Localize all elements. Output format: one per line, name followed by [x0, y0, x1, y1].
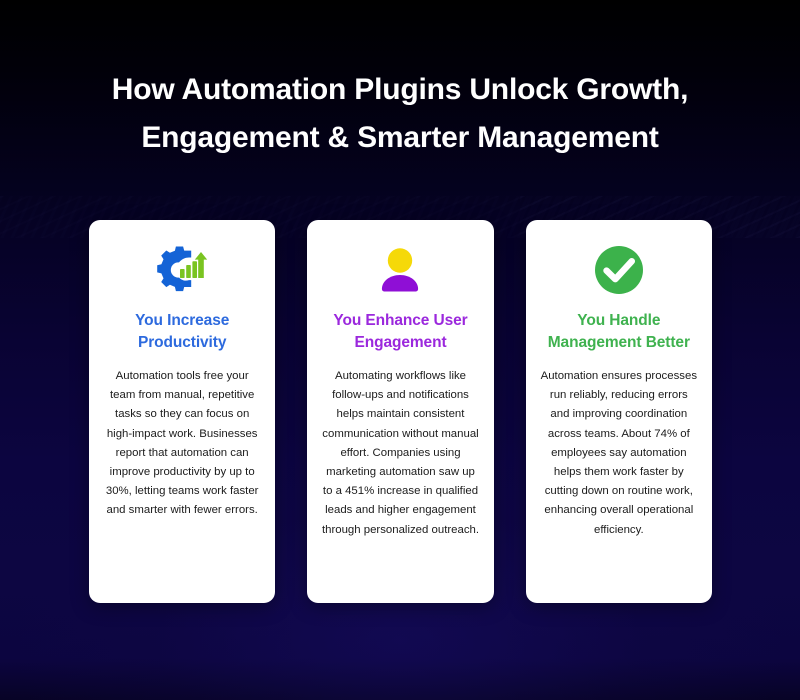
- page-title-line-2: Engagement & Smarter Management: [141, 121, 659, 154]
- page-title-line-1: How Automation Plugins Unlock Growth,: [111, 73, 689, 106]
- page-title: How Automation Plugins Unlock Growth, En…: [0, 66, 800, 162]
- feature-card-engagement: You Enhance User Engagement Automating w…: [307, 220, 494, 603]
- check-circle-icon: [591, 242, 647, 298]
- feature-card-title: You Handle Management Better: [547, 312, 690, 351]
- gear-growth-chart-icon: [154, 242, 210, 298]
- feature-card-management: You Handle Management Better Automation …: [525, 220, 712, 603]
- feature-card-body: Automation ensures processes run reliabl…: [540, 370, 698, 536]
- feature-card-title: You Increase Productivity: [135, 312, 230, 351]
- feature-card-productivity: You Increase Productivity Automation too…: [89, 220, 276, 603]
- feature-card-title: You Enhance User Engagement: [333, 312, 468, 351]
- feature-card-body: Automating workflows like follow-ups and…: [321, 370, 480, 536]
- feature-card-body: Automation tools free your team from man…: [105, 370, 259, 517]
- user-person-icon: [372, 242, 428, 298]
- feature-card-list: You Increase Productivity Automation too…: [89, 220, 712, 603]
